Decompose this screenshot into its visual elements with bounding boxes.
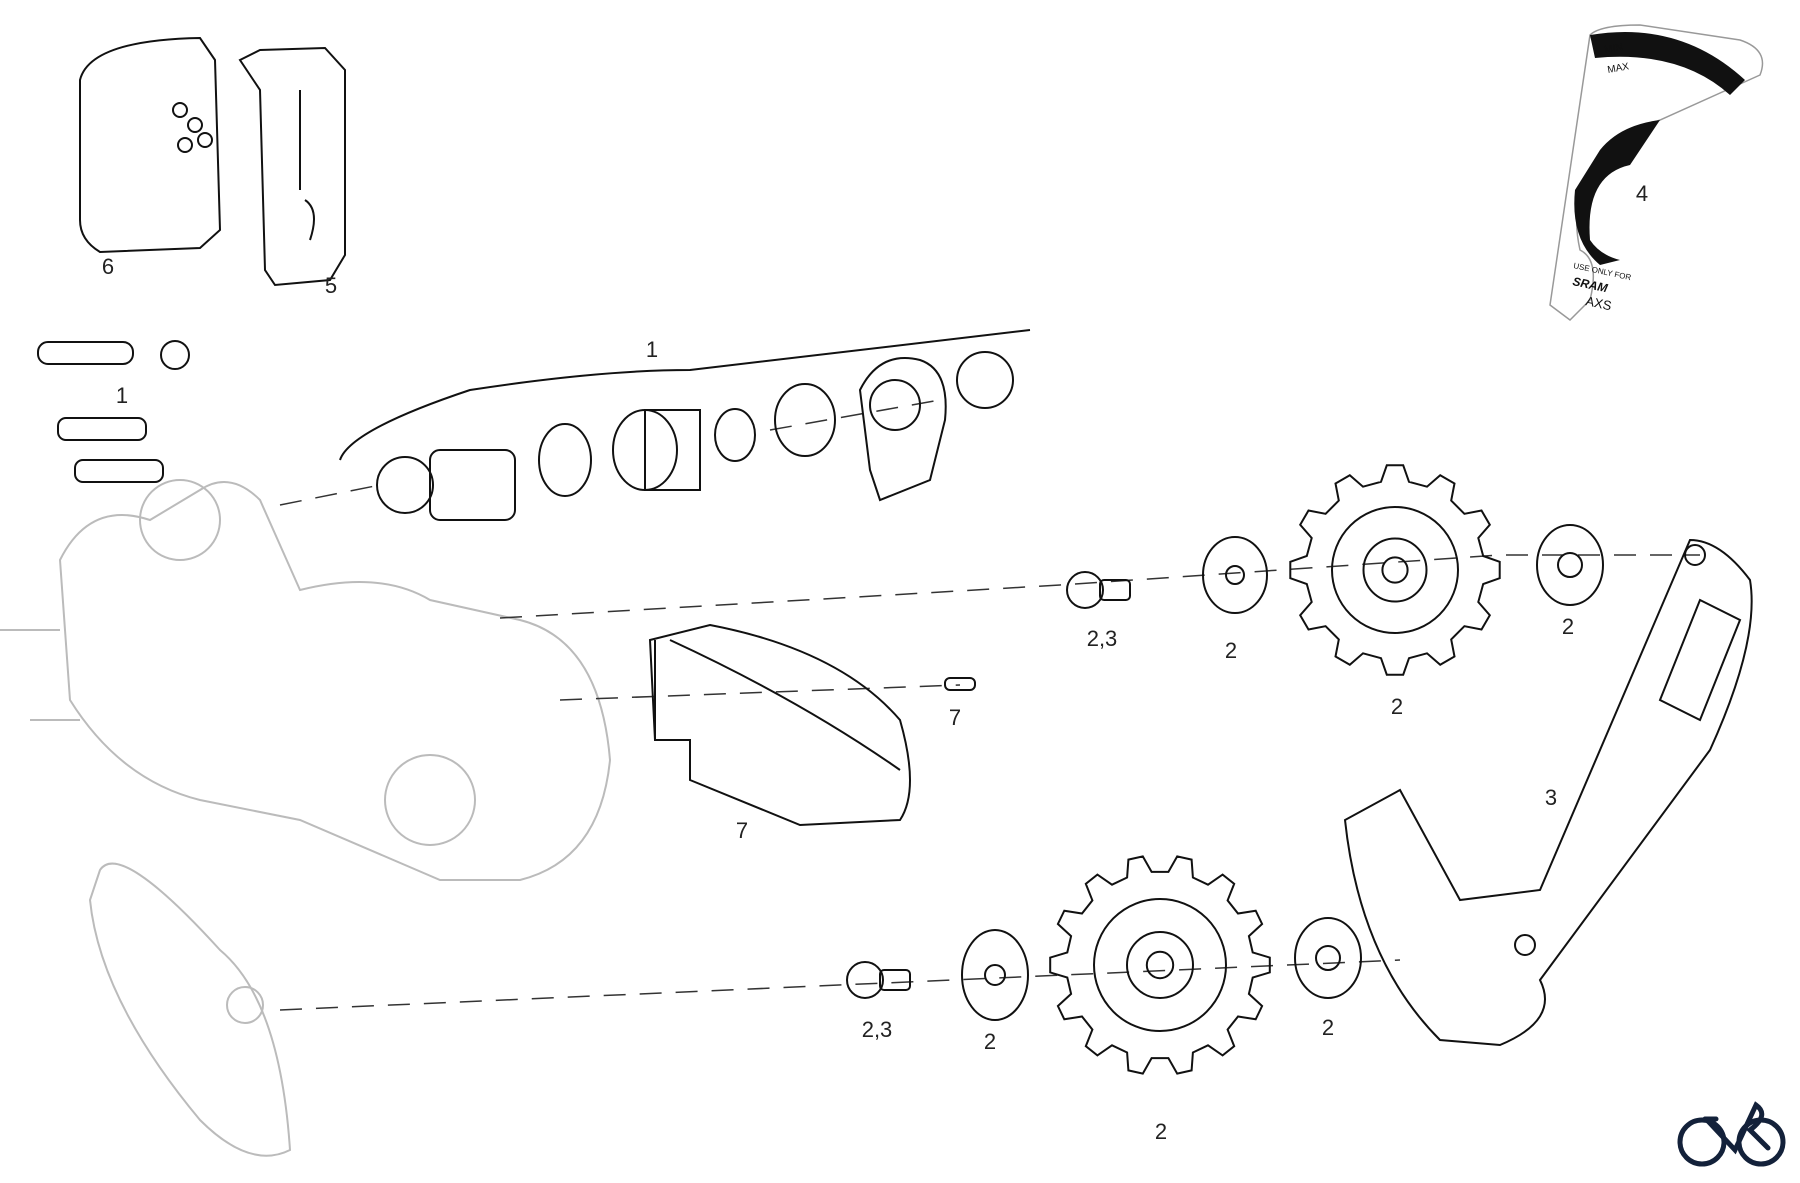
callout-1-hanger: 1 xyxy=(646,337,658,362)
pulley-ring xyxy=(1381,556,1409,584)
gauge-system-label: AXS xyxy=(1584,293,1613,313)
callout-7-screw: 7 xyxy=(949,705,961,730)
battery-part-6 xyxy=(79,36,222,254)
pulley-ring xyxy=(1362,537,1428,603)
derailleur-body-ghost xyxy=(0,479,612,1157)
callout-6: 6 xyxy=(102,254,114,279)
callout-5: 5 xyxy=(325,273,337,298)
callout-2-upper-washer-left: 2 xyxy=(1225,638,1237,663)
pulley-ring xyxy=(1093,898,1227,1032)
lower-pulley-stack xyxy=(846,855,1362,1075)
callout-4: 4 xyxy=(1636,181,1648,206)
battery-clip-part-5 xyxy=(238,46,346,287)
gauge-max-label: MAX xyxy=(1607,61,1631,76)
cover-part-7 xyxy=(648,623,976,827)
bicycle-logo-icon xyxy=(1677,1101,1786,1167)
callout-7-cover: 7 xyxy=(736,818,748,843)
callout-2-3-upper: 2,3 xyxy=(1087,626,1118,651)
pulley-ring xyxy=(1331,506,1459,634)
callout-2-lower-pulley: 2 xyxy=(1155,1119,1167,1144)
gauge-min-label: MIN xyxy=(1604,42,1624,56)
upper-pulley-wheel xyxy=(1289,464,1501,676)
callout-2-upper-pulley: 2 xyxy=(1391,694,1403,719)
alignment-lines xyxy=(279,399,1700,1011)
callout-2-lower-washer-left: 2 xyxy=(984,1029,996,1054)
upper-pulley-stack xyxy=(1066,464,1604,676)
pulley-ring xyxy=(1145,950,1175,980)
callout-3: 3 xyxy=(1545,785,1557,810)
callout-2-3-lower: 2,3 xyxy=(862,1017,893,1042)
callout-2-upper-washer-right: 2 xyxy=(1562,614,1574,639)
lower-pulley-wheel xyxy=(1049,855,1271,1075)
callout-1-bolts: 1 xyxy=(116,383,128,408)
callout-labels: 6 5 4 1 1 2,3 2 2 2 7 7 3 2,3 2 2 2 xyxy=(102,181,1648,1144)
hanger-assembly-part-1 xyxy=(339,329,1031,521)
cage-part-3 xyxy=(1343,538,1753,1047)
pulley-teeth xyxy=(1049,855,1271,1075)
bolts-part-1 xyxy=(37,340,190,483)
pulley-teeth xyxy=(1289,464,1501,676)
callout-2-lower-washer-right: 2 xyxy=(1322,1015,1334,1040)
chain-gap-gauge-part-4: MIN MAX USE ONLY FOR SRAM AXS xyxy=(1549,24,1764,321)
pulley-ring xyxy=(1126,931,1194,999)
